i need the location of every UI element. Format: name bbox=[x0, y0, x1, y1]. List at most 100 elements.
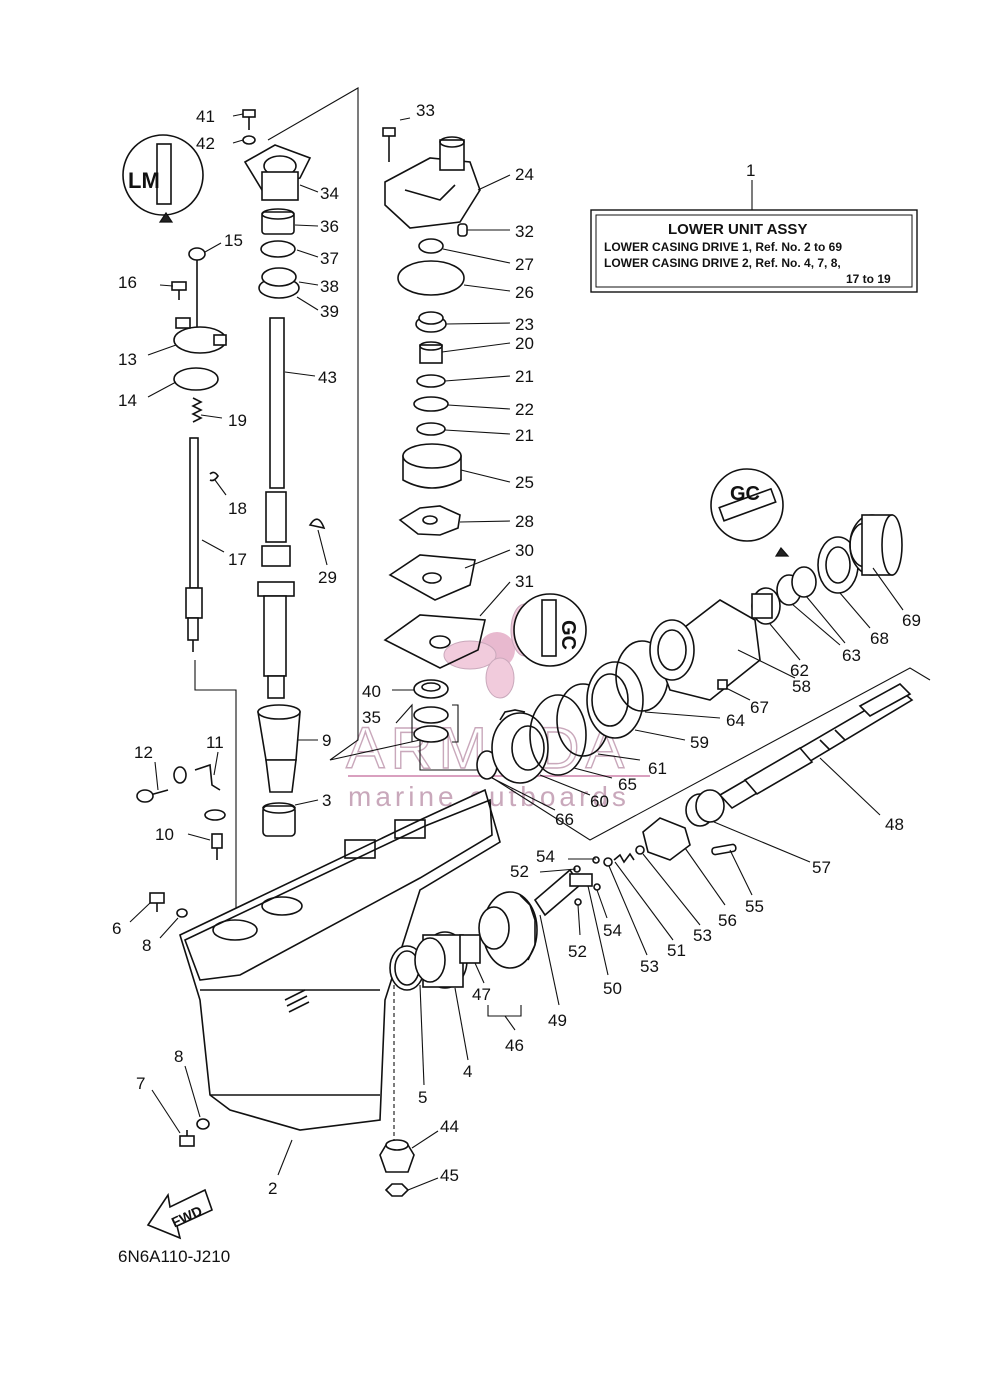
ref-34: 34 bbox=[320, 184, 339, 203]
ref-24: 24 bbox=[515, 165, 534, 184]
ref-48: 48 bbox=[885, 815, 904, 834]
title-box-line2: LOWER CASING DRIVE 2, Ref. No. 4, 7, 8, bbox=[604, 256, 841, 270]
bearing-36 bbox=[261, 208, 295, 235]
ref-51: 51 bbox=[667, 941, 686, 960]
ref-54b: 54 bbox=[603, 921, 622, 940]
fitting-clips bbox=[173, 766, 226, 821]
forward-gear-46 bbox=[478, 891, 538, 969]
bolt-16 bbox=[171, 281, 187, 300]
bolt-41 bbox=[242, 109, 256, 130]
shift-rod-holder-13 bbox=[173, 317, 227, 354]
bolt-7 bbox=[179, 1130, 195, 1147]
ref-39: 39 bbox=[320, 302, 339, 321]
title-box: 1 LOWER UNIT ASSY LOWER CASING DRIVE 1, … bbox=[590, 161, 918, 293]
ref-10: 10 bbox=[155, 825, 174, 844]
oil-seals-63 bbox=[776, 566, 817, 606]
ref-53b: 53 bbox=[640, 957, 659, 976]
ball-52b bbox=[574, 898, 582, 906]
clip-18 bbox=[209, 471, 219, 482]
leader-lines bbox=[129, 113, 904, 1191]
shift-rod-17 bbox=[185, 437, 203, 652]
o-ring-14 bbox=[173, 367, 219, 391]
ref-43: 43 bbox=[318, 368, 337, 387]
ref-11: 11 bbox=[206, 733, 224, 752]
ref-37: 37 bbox=[320, 249, 339, 268]
shift-slide-50 bbox=[569, 873, 593, 887]
nut-45 bbox=[384, 1183, 410, 1197]
ref-23: 23 bbox=[515, 315, 534, 334]
bolt-10 bbox=[211, 833, 223, 860]
gc-callout-top: GC bbox=[710, 468, 790, 557]
drawing-code: 6N6A110-J210 bbox=[118, 1247, 230, 1266]
pump-housing-24 bbox=[384, 136, 481, 229]
bolt-33 bbox=[382, 127, 396, 162]
washer-37 bbox=[260, 240, 296, 258]
ref-5: 5 bbox=[418, 1088, 427, 1107]
ref-68: 68 bbox=[870, 629, 889, 648]
bolt-6 bbox=[149, 892, 165, 912]
o-ring-27 bbox=[418, 238, 444, 254]
ref-18: 18 bbox=[228, 499, 247, 518]
shim-65 bbox=[529, 694, 587, 776]
ref-62: 62 bbox=[790, 661, 809, 680]
hose-11 bbox=[194, 763, 221, 791]
ref-25: 25 bbox=[515, 473, 534, 492]
key-67 bbox=[717, 679, 728, 690]
ref-54a: 54 bbox=[536, 847, 555, 866]
bearing-4 bbox=[414, 931, 468, 989]
screw-12 bbox=[136, 789, 169, 803]
ref-52a: 52 bbox=[510, 862, 529, 881]
ref-29: 29 bbox=[318, 568, 337, 587]
ref-22: 22 bbox=[515, 400, 534, 419]
ref-55: 55 bbox=[745, 897, 764, 916]
fwd-arrow-icon: FWD bbox=[146, 1188, 213, 1240]
ball-53b bbox=[635, 845, 645, 855]
ref-61: 61 bbox=[648, 759, 667, 778]
key-29 bbox=[308, 518, 326, 530]
ref-15: 15 bbox=[224, 231, 243, 250]
ref-8b: 8 bbox=[174, 1047, 183, 1066]
gc-callout-mid-label: GC bbox=[557, 620, 579, 650]
needle-bearing-62 bbox=[751, 587, 781, 625]
ref-20: 20 bbox=[515, 334, 534, 353]
ref-58: 58 bbox=[792, 677, 811, 696]
o-ring-26 bbox=[397, 260, 465, 296]
part-numbers: 41 42 34 36 37 38 39 43 15 16 13 14 19 1… bbox=[112, 101, 921, 1198]
ref-65: 65 bbox=[618, 775, 637, 794]
insert-25 bbox=[402, 443, 462, 489]
impeller-28 bbox=[398, 505, 461, 536]
ref-7: 7 bbox=[136, 1074, 145, 1093]
ref-46: 46 bbox=[505, 1036, 524, 1055]
seal-20 bbox=[419, 341, 443, 364]
ball-54a bbox=[592, 856, 600, 864]
ref-14: 14 bbox=[118, 391, 137, 410]
ref-53a: 53 bbox=[693, 926, 712, 945]
ref-45: 45 bbox=[440, 1166, 459, 1185]
oil-seal-38 bbox=[258, 267, 300, 299]
gasket-30 bbox=[388, 554, 476, 601]
title-box-heading: LOWER UNIT ASSY bbox=[668, 221, 807, 238]
lm-callout-label: LM bbox=[128, 168, 160, 193]
ref-60: 60 bbox=[590, 792, 609, 811]
insert-cartridge-23 bbox=[415, 311, 447, 333]
ref-66: 66 bbox=[555, 810, 574, 829]
ref-8a: 8 bbox=[142, 936, 151, 955]
pinion-44 bbox=[379, 1139, 415, 1173]
ref-50: 50 bbox=[603, 979, 622, 998]
ref-69: 69 bbox=[902, 611, 921, 630]
washer-42 bbox=[242, 135, 256, 145]
ref-17: 17 bbox=[228, 550, 247, 569]
bearing-housing-58 bbox=[649, 599, 761, 701]
washer-21b bbox=[416, 422, 446, 436]
ref-41: 41 bbox=[196, 107, 215, 126]
spring-19 bbox=[191, 397, 203, 423]
lower-casing-2 bbox=[179, 788, 501, 1131]
ref-3: 3 bbox=[322, 791, 331, 810]
bearing-22 bbox=[413, 396, 449, 412]
ref-35: 35 bbox=[362, 708, 381, 727]
ref-47: 47 bbox=[472, 985, 491, 1004]
ref-67: 67 bbox=[750, 698, 769, 717]
spring-51 bbox=[613, 852, 635, 864]
ref-40: 40 bbox=[362, 682, 381, 701]
ref-9: 9 bbox=[322, 731, 331, 750]
